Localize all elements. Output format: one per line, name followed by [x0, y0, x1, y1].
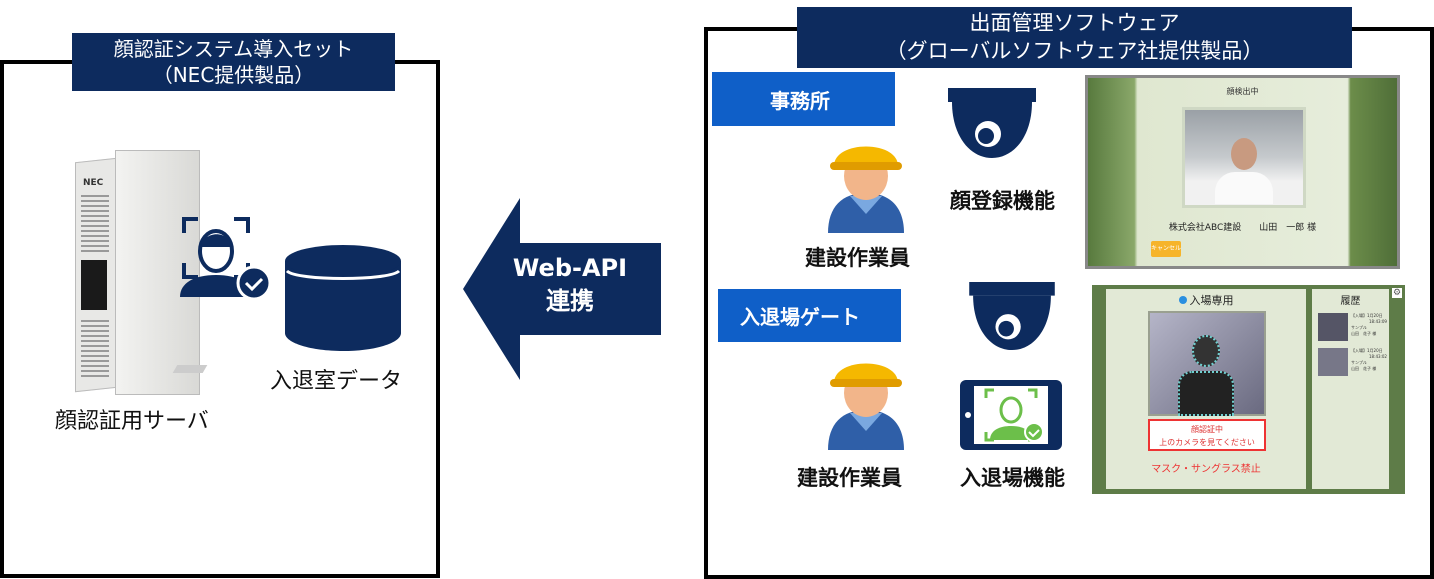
history-event: 【入場】1月20日 [1351, 348, 1383, 353]
database-label: 入退室データ [270, 369, 403, 394]
office-worker-label: 建設作業員 [805, 246, 910, 270]
dome-camera-icon [948, 88, 1036, 158]
mode-title: 入場専用 [1106, 292, 1306, 308]
history-name: 山田 花子 様 [1351, 366, 1377, 371]
blue-dot-icon [1178, 296, 1187, 304]
office-label: 事務所 [712, 72, 895, 126]
entry-exit-function-label: 入退場機能 [960, 466, 1065, 490]
message-line: 上のカメラを見てください [1159, 438, 1255, 447]
entry-gate-screen: 入場専用 顔認証中 上のカメラを見てください マスク・サングラス禁止 履歴 ⚙ … [1092, 285, 1405, 494]
web-api-line: 連携 [546, 287, 594, 315]
construction-worker-icon [828, 363, 904, 450]
camera-feed [1182, 107, 1306, 208]
web-api-line: Web-API [512, 254, 628, 282]
left-arrow-icon [463, 198, 661, 380]
title-line: （グローバルソフトウェア社提供製品） [885, 39, 1264, 63]
auth-message-box: 顔認証中 上のカメラを見てください [1148, 419, 1266, 451]
history-time: 18:43:02 [1369, 354, 1387, 359]
history-event: 【入場】1月20日 [1351, 313, 1383, 318]
nec-product-title: 顔認証システム導入セット （NEC提供製品） [72, 33, 395, 91]
name-line: 株式会社ABC建設 山田 一郎 様 [1168, 223, 1317, 233]
message-line: 顔認証中 [1191, 425, 1223, 434]
history-item: 【入場】1月20日 18:43:02 サンプル 山田 花子 様 [1318, 348, 1388, 378]
face-registration-label: 顔登録機能 [950, 189, 1055, 213]
history-time: 18:43:09 [1369, 319, 1387, 324]
database-icon [285, 245, 401, 351]
tablet-face-auth-icon [960, 380, 1062, 450]
history-name: 山田 花子 様 [1351, 331, 1377, 336]
dome-camera-icon [969, 282, 1055, 351]
status-text: 顔検出中 [1226, 87, 1259, 96]
gate-worker-label: 建設作業員 [797, 466, 902, 490]
history-company: サンプル [1351, 360, 1367, 365]
title-line: 顔認証システム導入セット [113, 37, 354, 61]
title-line: 出面管理ソフトウェア [969, 11, 1180, 35]
construction-worker-icon [828, 146, 904, 233]
camera-feed [1148, 311, 1266, 416]
title-line: （NEC提供製品） [152, 63, 315, 87]
history-item: 【入場】1月20日 18:43:09 サンプル 山田 花子 様 [1318, 313, 1388, 343]
face-auth-icon [180, 217, 272, 301]
mask-warning: マスク・サングラス禁止 [1151, 464, 1261, 475]
gate-label: 入退場ゲート [718, 289, 901, 342]
server-logo: NEC [83, 178, 104, 188]
cancel-button[interactable]: キャンセル [1151, 241, 1181, 257]
history-company: サンプル [1351, 325, 1367, 330]
mode-text: 入場専用 [1189, 294, 1234, 307]
server-icon: NEC [75, 150, 208, 395]
server-label: 顔認証用サーバ [55, 409, 209, 434]
attendance-software-title: 出面管理ソフトウェア （グローバルソフトウェア社提供製品） [797, 7, 1352, 68]
settings-gear-icon[interactable]: ⚙ [1392, 288, 1402, 298]
history-title: 履歴 [1340, 296, 1361, 307]
face-registration-screen: 顔検出中 株式会社ABC建設 山田 一郎 様 キャンセル [1085, 75, 1400, 269]
web-api-label: Web-API 連携 [495, 252, 645, 318]
